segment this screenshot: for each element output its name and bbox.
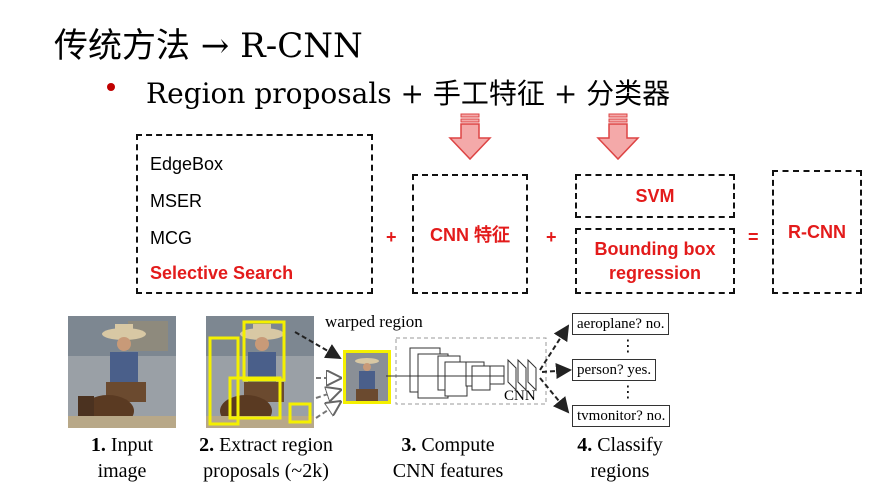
svm-box: SVM <box>575 174 735 218</box>
warped-region-image <box>343 350 391 404</box>
bullet-text: Region proposals + 手工特征 + 分类器 <box>146 77 671 110</box>
rcnn-result-box: R-CNN <box>772 170 862 294</box>
bullet-dot <box>107 83 115 91</box>
class-label-aeroplane: aeroplane? no. <box>572 313 670 335</box>
class-label-person: person? yes. <box>572 359 657 381</box>
proposals-image <box>206 316 314 428</box>
proposal-methods-box: EdgeBox MSER MCG Selective Search <box>136 134 373 294</box>
bbox-regression-box: Bounding box regression <box>575 228 735 294</box>
method-mser: MSER <box>150 191 203 211</box>
cnn-pipeline-diagram <box>294 324 572 419</box>
method-edgebox: EdgeBox <box>150 154 224 174</box>
plus-sign: + <box>386 227 397 247</box>
warped-region-label: warped region <box>325 312 423 331</box>
warped-crop-icon <box>346 353 388 401</box>
input-image <box>68 316 176 428</box>
method-mcg: MCG <box>150 228 192 248</box>
down-arrow-icon <box>448 113 492 161</box>
method-selective-search: Selective Search <box>150 263 294 283</box>
class-label-tvmonitor: tvmonitor? no. <box>572 405 671 427</box>
ellipsis-dots: ⋮ <box>620 336 636 355</box>
ellipsis-dots: ⋮ <box>620 382 636 401</box>
cowboy-photo-icon <box>68 316 176 428</box>
down-arrow-icon <box>596 113 640 161</box>
cnn-features-box: CNN 特征 <box>412 174 528 294</box>
slide-title: 传统方法 → R-CNN <box>54 26 363 66</box>
plus-sign: + <box>546 227 557 247</box>
region-proposals-icon <box>206 316 314 428</box>
equals-sign: = <box>748 227 759 247</box>
cnn-label: CNN <box>504 388 536 404</box>
